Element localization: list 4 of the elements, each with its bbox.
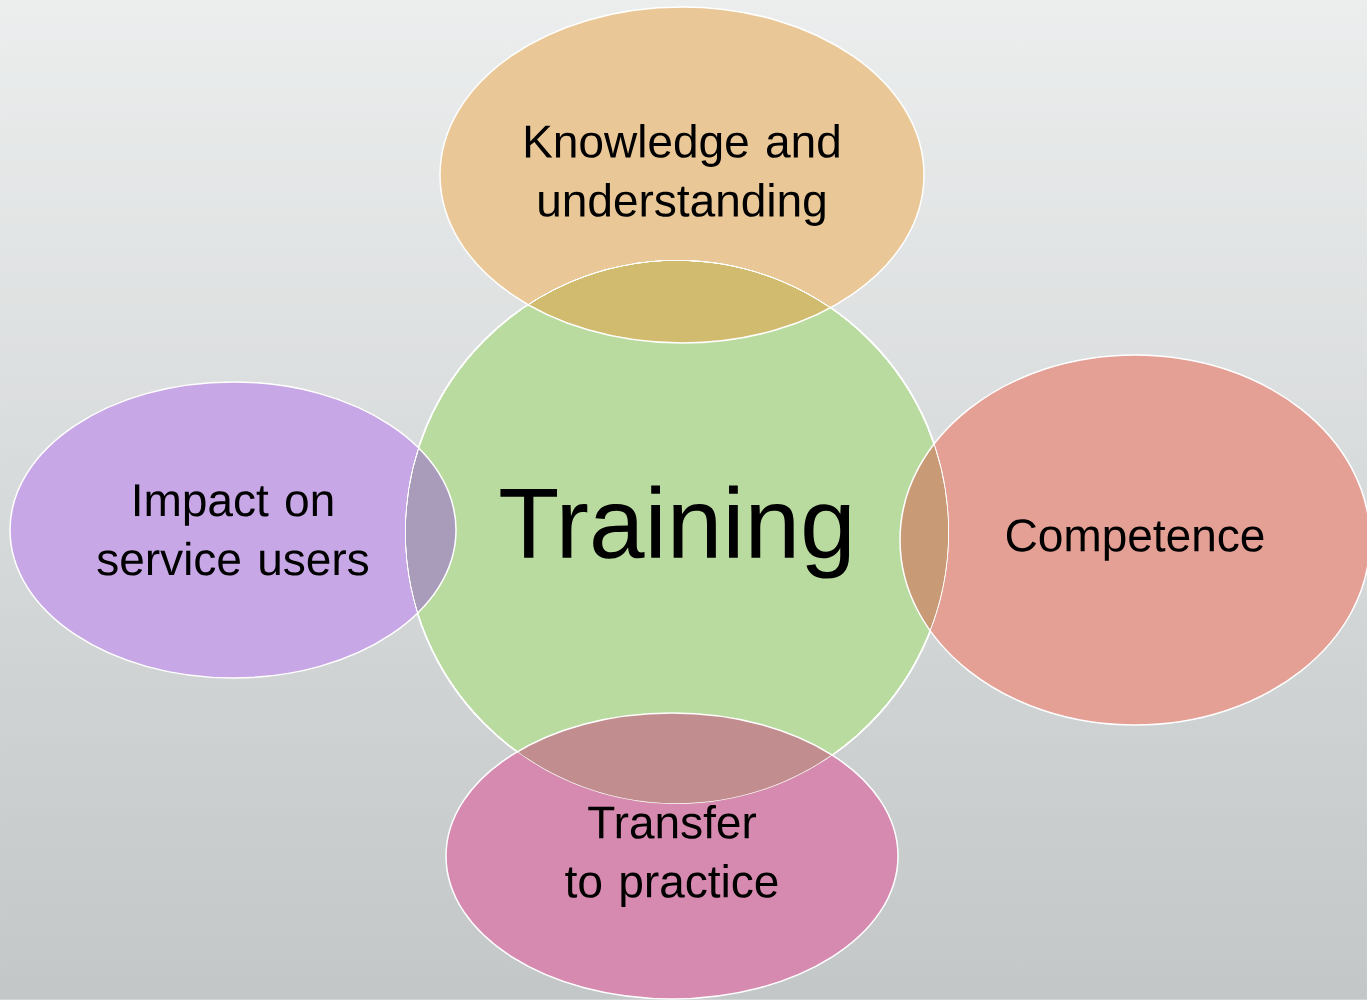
node-label: Impact on service users: [97, 484, 369, 576]
node-label: Knowledge and understanding: [525, 124, 839, 226]
node-label: Competence: [1006, 519, 1264, 561]
node-label: Transfer to practice: [565, 805, 778, 907]
